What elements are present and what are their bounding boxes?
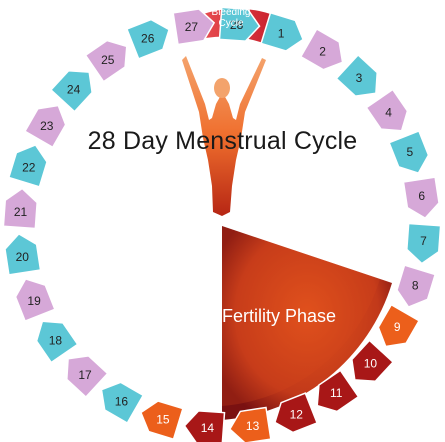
day-number: 19 xyxy=(27,294,41,308)
day-number: 27 xyxy=(185,20,199,34)
day-number: 13 xyxy=(246,419,260,433)
day-number: 9 xyxy=(394,320,401,334)
day-marker-1: 1 xyxy=(260,11,305,52)
day-number: 7 xyxy=(420,234,427,248)
day-number: 22 xyxy=(22,160,36,174)
diagram-title: 28 Day Menstrual Cycle xyxy=(87,127,358,155)
day-marker-21: 21 xyxy=(2,187,38,230)
day-marker-14: 14 xyxy=(183,410,226,442)
day-marker-9: 9 xyxy=(377,303,421,348)
day-number: 16 xyxy=(115,395,129,409)
day-marker-18: 18 xyxy=(35,320,79,364)
day-number: 24 xyxy=(67,83,81,97)
day-marker-6: 6 xyxy=(402,176,440,220)
day-marker-20: 20 xyxy=(4,232,42,276)
day-marker-2: 2 xyxy=(299,27,344,71)
day-number: 26 xyxy=(141,32,155,46)
day-marker-12: 12 xyxy=(274,392,319,434)
day-number: 18 xyxy=(49,334,63,348)
bleeding-label-line1: Bleeding xyxy=(211,7,251,18)
day-number: 2 xyxy=(319,44,326,58)
day-number: 3 xyxy=(356,71,363,85)
day-marker-3: 3 xyxy=(335,53,378,97)
day-marker-13: 13 xyxy=(228,406,272,442)
day-number: 1 xyxy=(278,26,285,40)
day-marker-26: 26 xyxy=(125,18,170,60)
day-marker-4: 4 xyxy=(365,88,409,132)
day-marker-17: 17 xyxy=(66,355,109,399)
day-number: 4 xyxy=(385,105,392,119)
day-marker-7: 7 xyxy=(406,222,442,265)
day-marker-5: 5 xyxy=(388,129,430,174)
day-marker-10: 10 xyxy=(351,339,395,382)
day-number: 25 xyxy=(101,53,115,67)
day-marker-28: 28 xyxy=(218,6,261,42)
day-marker-8: 8 xyxy=(396,264,437,309)
bleeding-cycle-label: Bleeding Cycle xyxy=(196,7,266,29)
day-number: 17 xyxy=(78,368,92,382)
day-marker-11: 11 xyxy=(316,369,360,413)
day-number: 14 xyxy=(201,421,215,435)
day-marker-19: 19 xyxy=(14,278,56,323)
day-number: 5 xyxy=(407,145,414,159)
woman-figure-icon xyxy=(182,56,266,216)
fertility-wedge-highlight xyxy=(222,226,380,406)
day-number: 28 xyxy=(230,18,244,32)
day-marker-24: 24 xyxy=(49,70,93,113)
day-number: 15 xyxy=(156,413,170,427)
day-number: 12 xyxy=(290,407,304,421)
day-number: 21 xyxy=(14,205,28,219)
bleeding-label-line2: Cycle xyxy=(218,18,244,29)
day-number: 23 xyxy=(40,119,54,133)
day-marker-22: 22 xyxy=(7,143,48,188)
day-marker-15: 15 xyxy=(139,400,184,441)
day-marker-25: 25 xyxy=(84,39,128,83)
day-number: 10 xyxy=(364,357,378,371)
fertility-wedge xyxy=(222,226,392,420)
day-marker-16: 16 xyxy=(100,381,145,425)
fertility-phase-label: Fertility Phase xyxy=(222,306,337,326)
day-marker-27: 27 xyxy=(172,8,216,46)
day-number: 11 xyxy=(330,386,343,400)
day-marker-23: 23 xyxy=(23,104,67,149)
day-number: 6 xyxy=(418,189,425,203)
day-number: 8 xyxy=(412,279,419,293)
day-number: 20 xyxy=(16,250,30,264)
